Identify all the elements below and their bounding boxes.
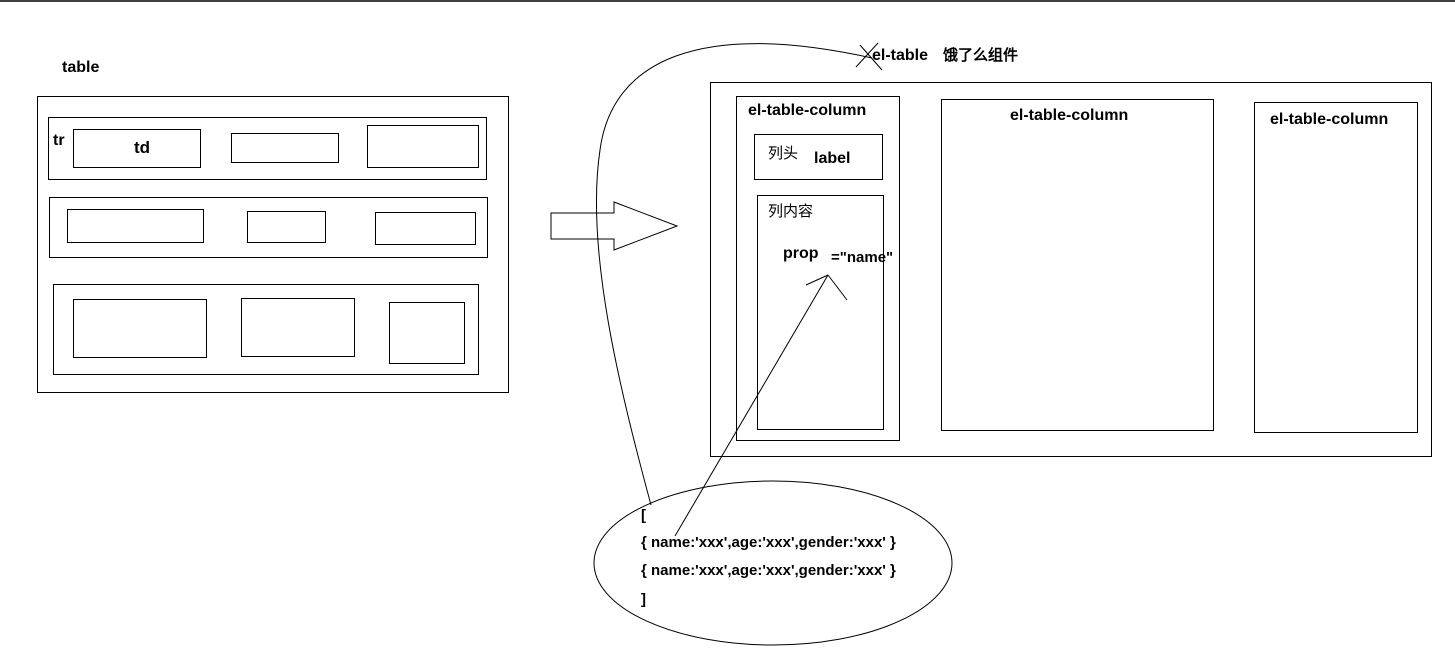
column-content-label: 列内容 (768, 202, 814, 220)
table-cell-1-2 (231, 133, 339, 163)
el-table-column-2-label: el-table-column (1010, 107, 1129, 124)
table-title: table (62, 59, 100, 76)
data-to-prop-line (674, 274, 829, 537)
table-cell-3-2 (241, 298, 355, 357)
data-to-eltable-curve (595, 43, 873, 506)
el-table-subtitle: 饿了么组件 (943, 46, 1019, 64)
data-ellipse (593, 480, 953, 646)
el-table-column-3 (1254, 102, 1418, 433)
td-label: td (134, 138, 151, 157)
el-table-column-1 (736, 96, 900, 441)
table-cell-2-3 (375, 212, 476, 245)
data-array-row-1: { name:'xxx',age:'xxx',gender:'xxx' } (641, 534, 896, 551)
column-header-cn-label: 列头 (768, 144, 799, 162)
column-header-box (754, 134, 883, 180)
data-array-close: ] (641, 591, 646, 608)
data-to-prop-arrowhead-2 (827, 274, 848, 301)
table-row-1 (48, 117, 487, 180)
data-array-open: [ (641, 507, 646, 524)
el-table-column-1-label: el-table-column (748, 102, 867, 119)
table-cell-1-3 (367, 125, 479, 168)
data-to-eltable-arrowhead-1 (859, 44, 883, 71)
prop-label: prop (783, 245, 819, 262)
table-cell-3-1 (73, 299, 207, 358)
column-content-box (757, 195, 884, 430)
top-border (0, 0, 1455, 2)
table-cell-3-3 (389, 302, 465, 364)
data-to-prop-arrowhead-1 (805, 274, 829, 286)
transform-arrow (550, 201, 679, 251)
el-table-column-3-label: el-table-column (1270, 111, 1389, 128)
table-row-3 (53, 284, 479, 375)
table-cell-1-1 (73, 129, 201, 168)
table-cell-2-2 (247, 211, 326, 243)
table-outer-box (37, 96, 509, 393)
data-to-eltable-arrowhead-2 (855, 42, 879, 68)
prop-value: ="name" (831, 249, 894, 266)
el-table-outer-box (710, 82, 1432, 457)
column-header-label-text: label (814, 150, 851, 167)
el-table-title: el-table (872, 47, 929, 64)
data-array-row-2: { name:'xxx',age:'xxx',gender:'xxx' } (641, 562, 896, 579)
table-cell-2-1 (67, 209, 204, 243)
tr-label: tr (53, 132, 65, 149)
el-table-column-2 (941, 99, 1214, 431)
table-row-2 (49, 197, 488, 258)
